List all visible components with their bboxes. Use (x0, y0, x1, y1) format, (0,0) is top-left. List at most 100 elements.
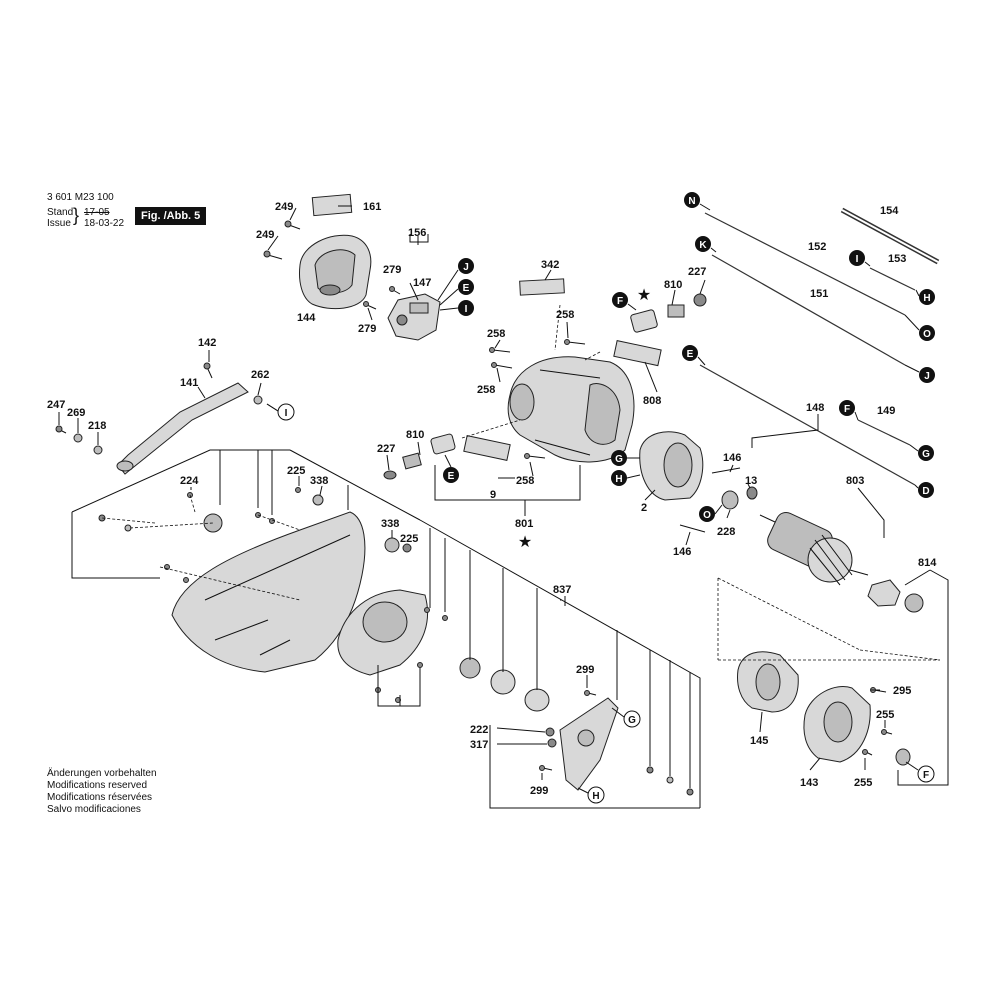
part-number: 156 (408, 227, 426, 239)
screw-299-bottom (539, 765, 553, 771)
part-number: 258 (487, 328, 505, 340)
fan-housing-145 (737, 651, 799, 713)
part-number: 299 (530, 785, 548, 797)
part-number: 258 (516, 475, 534, 487)
figure-badge: Fig. /Abb. 5 (135, 207, 207, 225)
part-number: 225 (287, 465, 305, 477)
part-number: 148 (806, 402, 824, 414)
part-number: 258 (477, 384, 495, 396)
part-number: 299 (576, 664, 594, 676)
label-plate-161 (311, 193, 353, 217)
svg-text:F: F (844, 404, 850, 415)
document-number: 3 601 M23 100 (47, 192, 114, 203)
part-number: 262 (251, 369, 269, 381)
label-9 (463, 435, 511, 461)
bushing-338-top (312, 494, 324, 506)
svg-text:O: O (923, 329, 931, 340)
connector-badge-I-top: I (458, 300, 474, 316)
modification-notes: Änderungen vorbehalten Modifications res… (47, 768, 157, 816)
part-number: 279 (383, 264, 401, 276)
part-number: 2 (641, 502, 647, 514)
lever-141 (116, 382, 249, 475)
screw-258-group (489, 339, 586, 459)
connector-badge-K: K (695, 236, 711, 252)
connector-badge-F-top: F (612, 292, 628, 308)
connector-badge-E-top: E (458, 279, 474, 295)
bearing-228 (721, 490, 739, 510)
stand-bracket: } (73, 205, 80, 225)
svg-text:I: I (285, 408, 288, 419)
clip-156 (409, 234, 429, 243)
connector-badge-E-brush: E (443, 467, 459, 483)
rod-154-inner (841, 209, 939, 263)
connector-badge-G-stator: G (611, 450, 627, 466)
part-number: 338 (381, 518, 399, 530)
wire-148 (699, 364, 916, 486)
bracket-plate (559, 697, 619, 791)
svg-text:G: G (628, 715, 636, 726)
part-number: 247 (47, 399, 65, 411)
svg-text:G: G (922, 449, 930, 460)
screw-247 (55, 425, 67, 434)
part-number: 9 (490, 489, 496, 501)
svg-text:J: J (463, 262, 469, 273)
end-cap-143 (803, 686, 871, 763)
screw-255-top (881, 729, 893, 735)
connector-badge-H-bracket: H (587, 786, 605, 804)
connector-badge-O-wire: O (919, 325, 935, 341)
screw-299-top (584, 690, 597, 696)
guard-plate (337, 589, 428, 676)
svg-text:F: F (617, 296, 623, 307)
washer-269 (73, 433, 83, 443)
part-number: 141 (180, 377, 198, 389)
part-number: 249 (256, 229, 274, 241)
part-number: 142 (198, 337, 216, 349)
svg-text:J: J (924, 371, 930, 382)
part-number: 810 (664, 279, 682, 291)
leader-lines (58, 205, 919, 780)
svg-text:D: D (922, 486, 929, 497)
part-number: 255 (854, 777, 872, 789)
part-number: 143 (800, 777, 818, 789)
screw-146-top (711, 467, 741, 474)
washer-225 (402, 543, 412, 553)
part-number: 153 (888, 253, 906, 265)
part-number: 837 (553, 584, 571, 596)
small-washer-1 (646, 766, 654, 774)
guard-screws (98, 487, 448, 703)
switch-147 (387, 293, 441, 341)
badge-leaders (266, 203, 920, 794)
connector-badge-D: D (918, 482, 934, 498)
part-number: 295 (893, 685, 911, 697)
connector-badge-J-top: J (458, 258, 474, 274)
part-number: 227 (377, 443, 395, 455)
blade-guard (171, 511, 366, 673)
svg-text:G: G (615, 454, 623, 465)
part-number: 13 (745, 475, 757, 487)
screw-255-bottom (862, 749, 873, 756)
svg-text:N: N (688, 196, 695, 207)
wire-149 (857, 419, 911, 446)
connector-badge-G-bracket: G (623, 710, 641, 728)
svg-text:E: E (463, 283, 470, 294)
connector-badge-N: N (684, 192, 700, 208)
connector-badge-G-wire: G (918, 445, 934, 461)
part-number: 151 (810, 288, 828, 300)
note-de: Änderungen vorbehalten (47, 768, 157, 779)
spring-ring (490, 669, 516, 695)
part-number-labels: 249 161 249 156 279 147 144 279 342 227 … (47, 201, 937, 797)
svg-text:E: E (687, 349, 694, 360)
washer-262 (253, 395, 263, 405)
part-number: 149 (877, 405, 895, 417)
note-en: Modifications reserved (47, 780, 148, 791)
part-number: 224 (180, 475, 199, 487)
screw-249-bottom (263, 250, 283, 260)
part-number: 227 (688, 266, 706, 278)
part-number: 801 (515, 518, 533, 530)
bearing-814 (904, 593, 924, 613)
part-number: 145 (750, 735, 768, 747)
svg-text:O: O (703, 510, 711, 521)
part-number: 255 (876, 709, 894, 721)
part-number: 146 (723, 452, 741, 464)
part-number: 808 (643, 395, 661, 407)
